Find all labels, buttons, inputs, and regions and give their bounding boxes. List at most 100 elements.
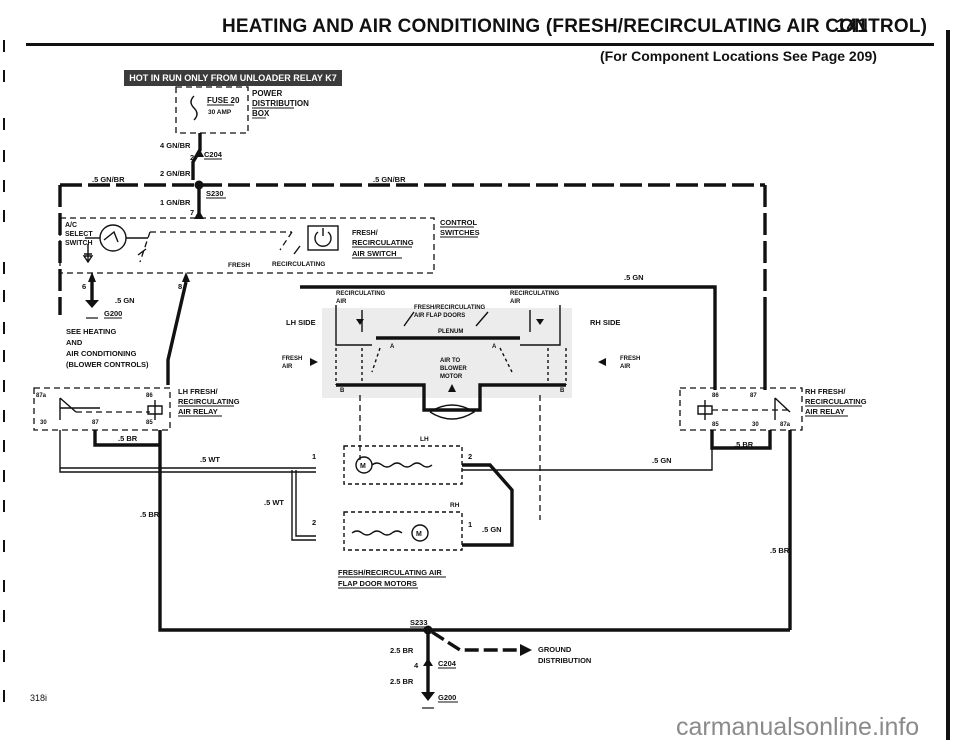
flap-doors-line1: FRESH/RECIRCULATING <box>414 305 486 311</box>
ground-dist-line2: DISTRIBUTION <box>538 656 591 665</box>
rh-fresh-recirculating-air-relay: 86 87 85 30 87a RH FRESH/ RECIRCULATING … <box>679 387 867 431</box>
ac-select-line3: SWITCH <box>65 240 93 247</box>
ground-distribution: S233 2.5 BR 4 C204 2.5 BR G200 GROUND DI… <box>390 618 591 709</box>
wire-05-gn-br-left: .5 GN/BR <box>92 175 125 184</box>
motors-label-line2: FLAP DOOR MOTORS <box>338 579 417 588</box>
wire-05-br-right: .5 BR <box>770 546 790 555</box>
door-b-right: B <box>560 388 565 394</box>
see-heating-line3: AIR CONDITIONING <box>66 349 137 358</box>
hot-in-run-banner: HOT IN RUN ONLY FROM UNLOADER RELAY K7 <box>124 70 342 86</box>
wire-4-gn-br: 4 GN/BR <box>160 141 191 150</box>
air-plenum: RECIRCULATING AIR RECIRCULATING AIR FRES… <box>282 291 640 520</box>
fuse-label: FUSE 20 <box>207 96 240 105</box>
ground-g200-bottom: G200 <box>438 693 456 702</box>
rh-relay-line1: RH FRESH/ <box>805 387 846 396</box>
wire-2-gn-br: 2 GN/BR <box>160 169 191 178</box>
lh-side: LH SIDE <box>286 318 316 327</box>
lh-relay-line1: LH FRESH/ <box>178 387 219 396</box>
rh-relay-pin-86: 86 <box>712 393 719 399</box>
recirc-air-left-line2: AIR <box>336 299 347 305</box>
distribution-label: DISTRIBUTION <box>252 99 309 108</box>
pin-2: 2 <box>190 153 194 162</box>
connector-c204-bottom: C204 <box>438 659 457 668</box>
see-heating-line1: SEE HEATING <box>66 327 116 336</box>
wire-05-br-mid: .5 BR <box>140 510 160 519</box>
title-rule <box>26 43 934 46</box>
lh-relay-pin-87: 87 <box>92 420 99 426</box>
rh-relay-line2: RECIRCULATING <box>805 397 867 406</box>
splice-s230: S230 <box>206 189 224 198</box>
blower-line1: AIR TO <box>440 358 461 364</box>
wire-05-gn-br-right: .5 GN/BR <box>373 175 406 184</box>
fresh-recirc-switch-line1: FRESH/ <box>352 230 378 237</box>
lh-fresh-recirculating-air-relay: 87a 86 30 87 85 LH FRESH/ RECIRCULATING … <box>33 387 240 431</box>
ac-select-line2: SELECT <box>65 231 93 238</box>
rh-relay-line3: AIR RELAY <box>805 407 845 416</box>
fresh-air-right-line2: AIR <box>620 364 631 370</box>
wire-05-wt-top: .5 WT <box>200 455 220 464</box>
fresh-recirc-switch-line3: AIR SWITCH <box>352 249 397 258</box>
power-label: POWER <box>252 89 282 98</box>
fresh-air-left-line1: FRESH <box>282 356 302 362</box>
wire-25-br-top: 2.5 BR <box>390 646 414 655</box>
pin-6: 6 <box>82 282 86 291</box>
lh-motor-pin-2: 2 <box>468 452 472 461</box>
lh-relay-pin-87a: 87a <box>36 393 47 399</box>
door-a-left: A <box>390 344 395 350</box>
lh-motor-symbol: M <box>360 463 366 470</box>
control-switches-line2: SWITCHES <box>440 228 480 237</box>
rh-motor-pin-1: 1 <box>468 520 472 529</box>
lh-relay-pin-85: 85 <box>146 420 153 426</box>
model-code: 318i <box>30 693 48 703</box>
lh-relay-pin-30: 30 <box>40 420 47 426</box>
wire-05-gn-motor: .5 GN <box>482 525 502 534</box>
lh-relay-line2: RECIRCULATING <box>178 397 240 406</box>
ac-select-line1: A/C <box>65 222 77 229</box>
see-heating-line2: AND <box>66 338 83 347</box>
pin-8: 8 <box>178 282 182 291</box>
control-switches: A/C SELECT SWITCH FRESH/ RECIRCULATING A… <box>59 217 480 274</box>
lh-relay-pin-86: 86 <box>146 393 153 399</box>
wire-05-gn-right: .5 GN <box>624 273 644 282</box>
ground-g200-top: G200 <box>104 309 122 318</box>
box-label: BOX <box>252 109 270 118</box>
recirc-air-left-line1: RECIRCULATING <box>336 291 386 297</box>
rh-motor-label: RH <box>450 502 460 509</box>
door-b-left: B <box>340 388 345 394</box>
see-heating-line4: (BLOWER CONTROLS) <box>66 360 149 369</box>
flap-door-motors: LH M 1 2 RH M 2 1 FRESH/RECIRCULATING AI… <box>312 436 472 589</box>
rh-relay-pin-85: 85 <box>712 422 719 428</box>
power-distribution-box: FUSE 20 30 AMP POWER DISTRIBUTION BOX <box>175 86 309 134</box>
fuse-amp: 30 AMP <box>208 109 232 116</box>
rh-relay-pin-30: 30 <box>752 422 759 428</box>
page-subtitle: (For Component Locations See Page 209) <box>600 48 877 64</box>
wire-05-wt-mid: .5 WT <box>264 498 284 507</box>
lh-motor-pin-1: 1 <box>312 452 316 461</box>
rh-motor-pin-2: 2 <box>312 518 316 527</box>
wire-25-br-bottom: 2.5 BR <box>390 677 414 686</box>
motors-label-line1: FRESH/RECIRCULATING AIR <box>338 568 442 577</box>
page-title: HEATING AND AIR CONDITIONING (FRESH/RECI… <box>222 16 928 37</box>
plenum-label: PLENUM <box>438 329 463 335</box>
rh-relay-pin-87a: 87a <box>780 422 791 428</box>
recirc-air-right-line1: RECIRCULATING <box>510 291 560 297</box>
fresh-air-right-line1: FRESH <box>620 356 640 362</box>
blower-line3: MOTOR <box>440 374 463 380</box>
recirc-air-right-line2: AIR <box>510 299 521 305</box>
wire-05-gn-left: .5 GN <box>115 296 135 305</box>
recirculating-position: RECIRCULATING <box>272 261 325 268</box>
wire-05-br-rh-relay: .5 BR <box>734 440 754 449</box>
rh-motor-symbol: M <box>416 531 422 538</box>
splice-s233: S233 <box>410 618 428 627</box>
wire-05-gn-mid: .5 GN <box>652 456 672 465</box>
connector-c204-top: C204 <box>204 150 223 159</box>
control-switches-line1: CONTROL <box>440 218 477 227</box>
lh-relay-line3: AIR RELAY <box>178 407 218 416</box>
ground-dist-line1: GROUND <box>538 645 572 654</box>
fresh-air-left-line2: AIR <box>282 364 293 370</box>
fresh-position: FRESH <box>228 262 250 269</box>
pin-7: 7 <box>190 208 194 217</box>
fresh-recirc-switch-line2: RECIRCULATING <box>352 238 414 247</box>
rh-side: RH SIDE <box>590 318 620 327</box>
